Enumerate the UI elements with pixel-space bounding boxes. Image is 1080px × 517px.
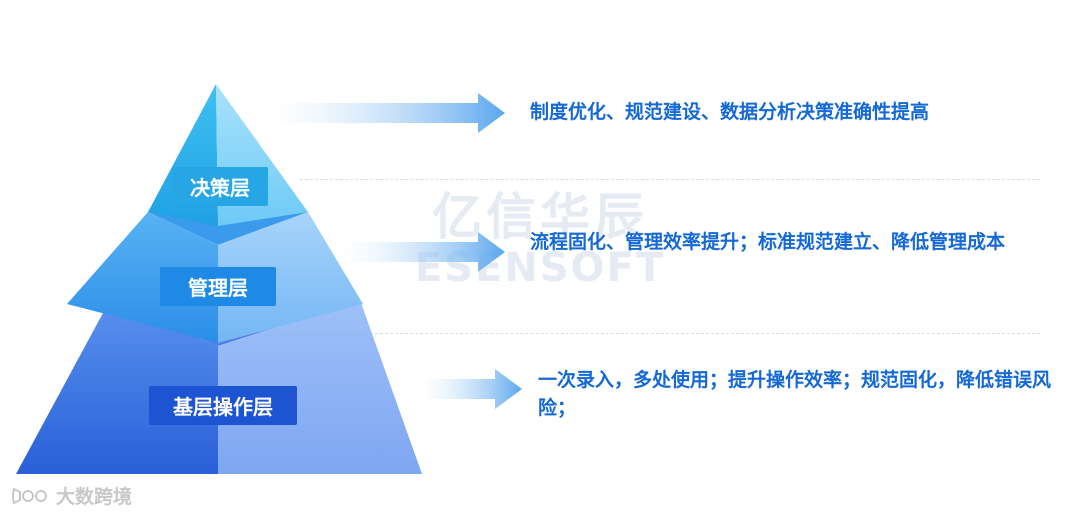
layer-label-management: 管理层 — [160, 267, 276, 306]
bottom-tier-left-face — [16, 300, 218, 474]
middle-tier-left-face — [67, 212, 218, 343]
bottom-tier-right-face — [218, 300, 422, 474]
brand-watermark: 大数跨境 — [10, 482, 132, 509]
divider-line — [345, 333, 1040, 334]
divider-line — [300, 179, 1040, 180]
arrow-middle — [340, 232, 505, 272]
layer-label-decision: 决策层 — [172, 167, 268, 206]
layer-description-decision: 制度优化、规范建设、数据分析决策准确性提高 — [530, 101, 930, 123]
megaphone-icon — [12, 487, 47, 504]
arrow-bottom — [420, 369, 522, 409]
middle-tier-right-face — [218, 212, 363, 343]
middle-tier-top-face — [148, 212, 308, 245]
arrow-top — [268, 93, 505, 133]
brand-text: 大数跨境 — [56, 486, 133, 508]
layer-description-management: 流程固化、管理效率提升；标准规范建立、降低管理成本 — [530, 231, 1006, 253]
layer-description-operation: 一次录入，多处使用；提升操作效率；规范固化，降低错误风险； — [538, 369, 1052, 419]
layer-label-operation: 基层操作层 — [149, 386, 297, 425]
